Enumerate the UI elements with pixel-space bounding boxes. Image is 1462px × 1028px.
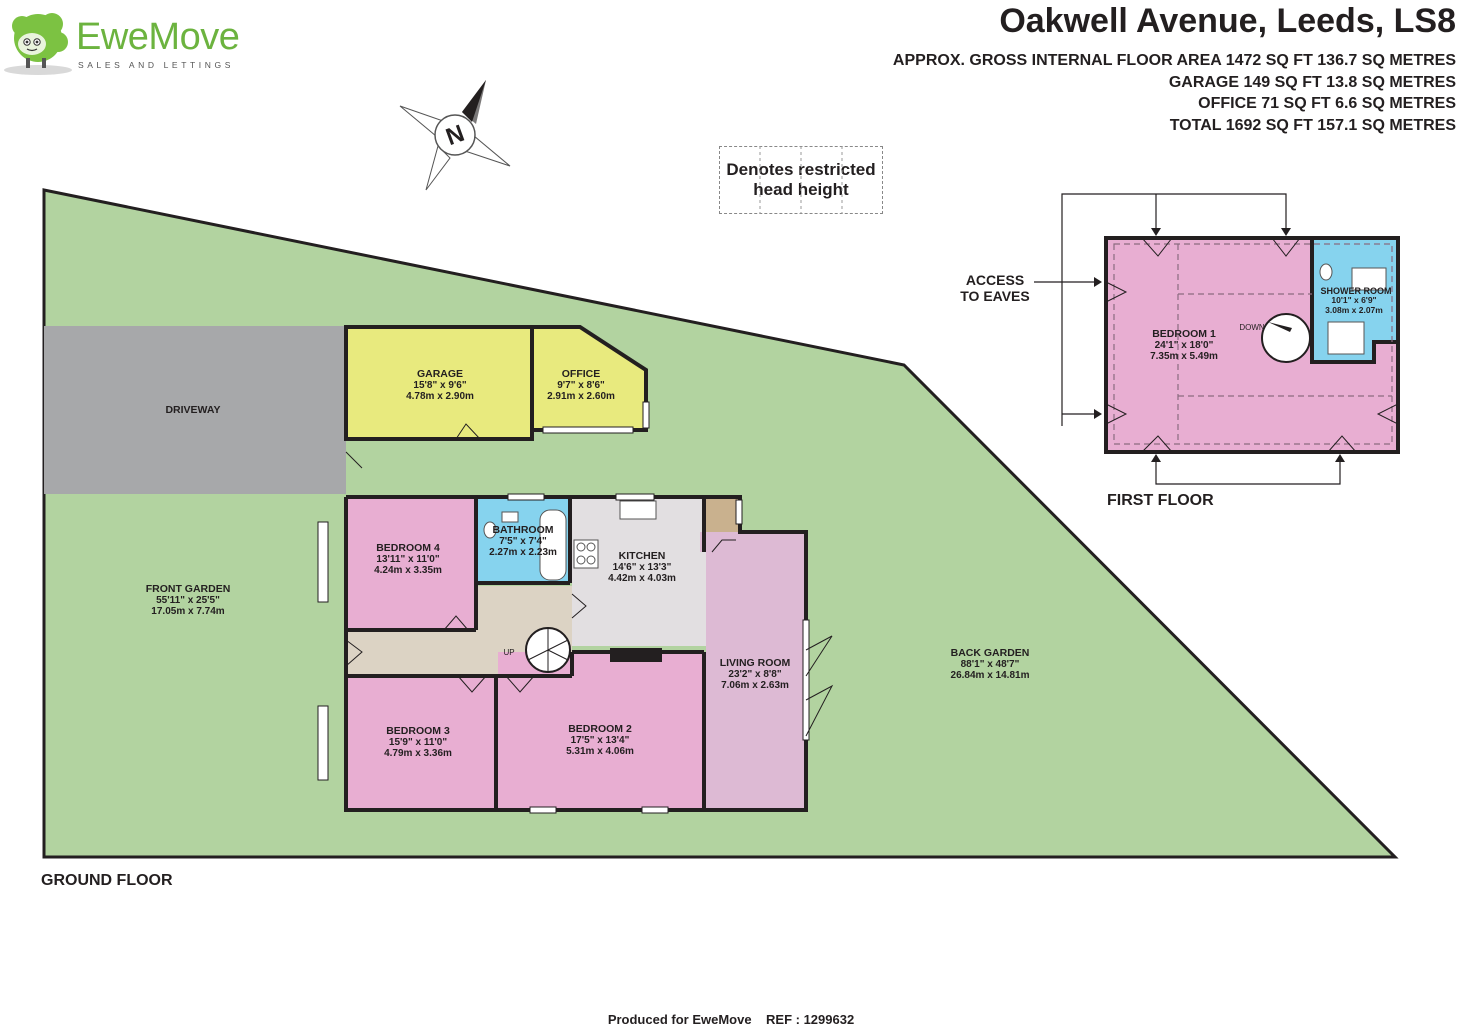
first-floor-plan xyxy=(1034,193,1400,485)
bedroom2-imperial: 17'5" x 13'4" xyxy=(571,735,630,746)
bedroom3-metric: 4.79m x 3.36m xyxy=(384,748,452,759)
bedroom1-metric: 7.35m x 5.49m xyxy=(1150,351,1218,362)
garage-imperial: 15'8" x 9'6" xyxy=(413,380,466,391)
area-office: OFFICE 71 SQ FT 6.6 SQ METRES xyxy=(1198,95,1456,112)
garage-name: GARAGE xyxy=(417,368,463,380)
area-gross: APPROX. GROSS INTERNAL FLOOR AREA 1472 S… xyxy=(892,52,1456,69)
shower-room-name: SHOWER ROOM xyxy=(1321,286,1392,296)
driveway xyxy=(44,326,346,494)
house-walls xyxy=(344,495,808,812)
bedroom3-imperial: 15'9" x 11'0" xyxy=(389,737,447,748)
compass-rose xyxy=(399,80,511,191)
back-garden-name: BACK GARDEN xyxy=(951,647,1030,659)
bedroom2-name: BEDROOM 2 xyxy=(568,723,632,735)
back-garden-metric: 26.84m x 14.81m xyxy=(951,670,1030,681)
access-line-1: ACCESS xyxy=(965,272,1025,288)
front-garden-imperial: 55'11" x 25'5" xyxy=(156,595,220,606)
shower-room-metric: 3.08m x 2.07m xyxy=(1325,305,1383,315)
kitchen-name: KITCHEN xyxy=(619,550,666,562)
bathroom-metric: 2.27m x 2.23m xyxy=(489,547,557,558)
garage-room xyxy=(344,325,534,441)
back-garden-imperial: 88'1" x 48'7" xyxy=(961,659,1020,670)
bedroom1-imperial: 24'1" x 18'0" xyxy=(1155,340,1214,351)
access-line-2: TO EAVES xyxy=(960,288,1030,304)
area-total: TOTAL 1692 SQ FT 157.1 SQ METRES xyxy=(1169,117,1456,134)
bedroom4-room xyxy=(346,497,476,630)
footer-ref: REF : 1299632 xyxy=(766,1012,855,1027)
bedroom4-metric: 4.24m x 3.35m xyxy=(374,565,442,576)
brand-tagline: SALES AND LETTINGS xyxy=(78,60,234,70)
windows xyxy=(317,493,810,814)
stairs-up-label: UP xyxy=(503,648,514,657)
bedroom2-metric: 5.31m x 4.06m xyxy=(566,746,634,757)
ground-floor-label: GROUND FLOOR xyxy=(41,872,173,889)
area-garage: GARAGE 149 SQ FT 13.8 SQ METRES xyxy=(1168,74,1456,91)
garage-metric: 4.78m x 2.90m xyxy=(406,391,474,402)
bedroom4-imperial: 13'11" x 11'0" xyxy=(376,554,439,565)
stairs-down-label: DOWN xyxy=(1239,323,1265,332)
living-room-name: LIVING ROOM xyxy=(720,657,791,669)
footer-produced: Produced for EweMove xyxy=(607,1012,752,1027)
shower-room-imperial: 10'1" x 6'9" xyxy=(1331,295,1376,305)
bathroom-imperial: 7'5" x 7'4" xyxy=(499,536,547,547)
office-metric: 2.91m x 2.60m xyxy=(547,391,615,402)
front-garden-metric: 17.05m x 7.74m xyxy=(151,606,224,617)
footer: Produced for EweMove REF : 1299632 xyxy=(0,1012,1462,1027)
front-garden-name: FRONT GARDEN xyxy=(146,583,231,595)
page-title: Oakwell Avenue, Leeds, LS8 xyxy=(999,2,1456,40)
bedroom3-name: BEDROOM 3 xyxy=(386,725,450,737)
ewemove-sheep-logo xyxy=(4,13,72,75)
bedroom4-name: BEDROOM 4 xyxy=(376,542,440,554)
office-imperial: 9'7" x 8'6" xyxy=(557,380,605,391)
kitchen-imperial: 14'6" x 13'3" xyxy=(613,562,672,573)
living-room-metric: 7.06m x 2.63m xyxy=(721,680,789,691)
key-line-1: Denotes restricted xyxy=(726,160,876,179)
first-floor-label: FIRST FLOOR xyxy=(1107,492,1214,509)
bedroom1-name: BEDROOM 1 xyxy=(1152,328,1216,340)
office-room xyxy=(530,325,648,432)
driveway-label: DRIVEWAY xyxy=(165,404,220,416)
office-name: OFFICE xyxy=(562,368,601,380)
access-to-eaves-label: ACCESS TO EAVES xyxy=(944,272,1046,304)
bedroom3-room xyxy=(346,676,496,810)
living-room xyxy=(700,532,806,808)
living-room-imperial: 23'2" x 8'8" xyxy=(728,669,781,680)
brand-name: EweMove xyxy=(76,16,240,58)
key-dividers xyxy=(759,146,843,214)
kitchen-metric: 4.42m x 4.03m xyxy=(608,573,676,584)
bathroom-name: BATHROOM xyxy=(492,524,553,536)
